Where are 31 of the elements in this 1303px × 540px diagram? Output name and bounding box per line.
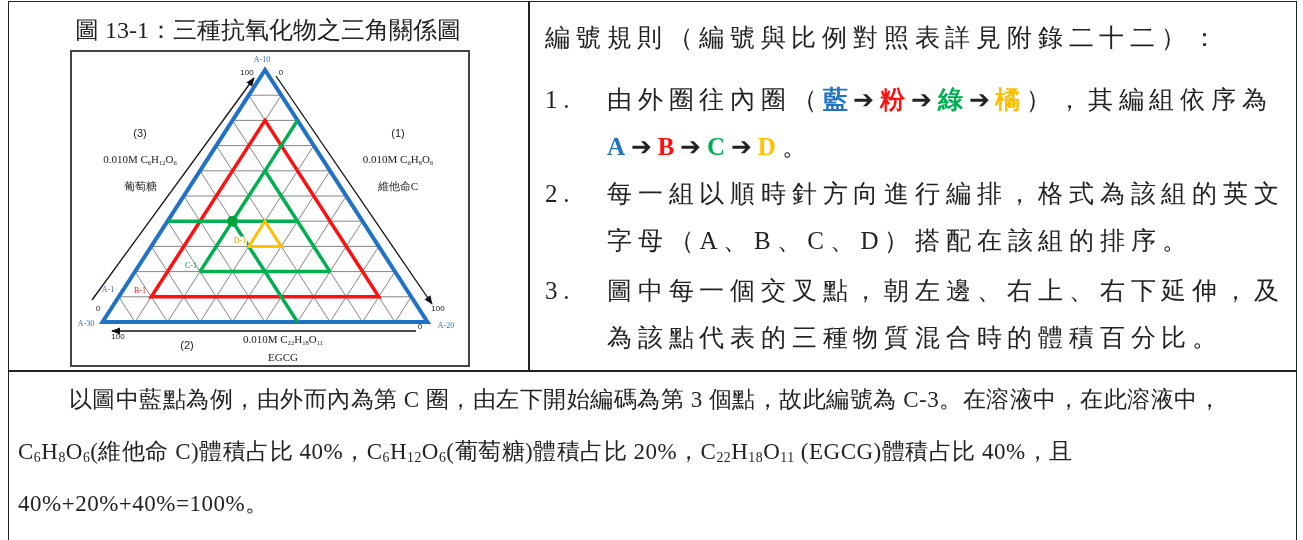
vertex-label: A-20: [437, 321, 455, 331]
vertex-label: A-10: [253, 55, 271, 65]
table-caption: 圖 13-1：三種抗氧化物之三角關係圖: [74, 16, 462, 45]
list-item-text: 每一組以順時針方向進行編排，格式為該組的英文字母（A、B、C、D）搭配在該組的排序。: [607, 179, 1286, 256]
list-number: 3.: [545, 276, 576, 306]
list-number: 1.: [545, 85, 576, 115]
component-name: 葡萄糖: [123, 179, 157, 193]
axis-number: 0: [278, 68, 284, 78]
formula-label: 0.010M C$_{6}$H$_{12}$O$_{6}$: [103, 152, 177, 166]
formula-label: 0.010M C$_{6}$H$_{8}$O$_{6}$: [362, 152, 434, 166]
point-label: D-1: [232, 236, 248, 246]
example-paragraph: 以圖中藍點為例，由外而內為第 C 圈，由左下開始編碼為第 3 個點，故此編號為 C-3。在溶液中，在此溶液中，C$_{6}$H$_{8}$O$_{6}$(維他命 C)體積占比 40%，C$_{6}$H$_{12}$O$_{6}$(葡萄糖)體積占比 20%，C$_{22}$H$_{18}$O$_{11}$ (EGCG)體積占比 40%，且 40%+20%+40%=100%。: [18, 386, 1223, 518]
list-item-text: 圖中每一個交叉點，朝左邊、右上、右下延伸，及為該點代表的三種物質混合時的體積百分比。: [607, 276, 1286, 353]
list-number: 2.: [545, 179, 576, 209]
point-label: A-1: [101, 285, 115, 295]
component-number: (1): [391, 126, 405, 140]
axis-number: 100: [111, 332, 125, 342]
axis-number: 0: [417, 322, 423, 332]
component-name: 維他命C: [377, 179, 419, 193]
component-name: EGCG: [268, 350, 298, 364]
vertex-label: A-30: [77, 319, 95, 329]
axis-number: 100: [431, 304, 445, 314]
rule-heading: 編號規則（編號與比例對照表詳見附錄二十二）：: [545, 23, 1224, 53]
point-label: B-1: [134, 286, 146, 296]
component-number: (3): [133, 126, 147, 140]
axis-number: 100: [240, 68, 254, 78]
point-label: C-1: [185, 261, 197, 271]
component-number: (2): [180, 338, 194, 352]
axis-number: 0: [95, 304, 101, 314]
formula-label: 0.010M C$_{22}$H$_{18}$O$_{11}$: [242, 332, 324, 346]
list-item-text: 由外圈往內圈（藍➔粉➔綠➔橘），其編組依序為 A➔B➔C➔D。: [607, 85, 1274, 162]
